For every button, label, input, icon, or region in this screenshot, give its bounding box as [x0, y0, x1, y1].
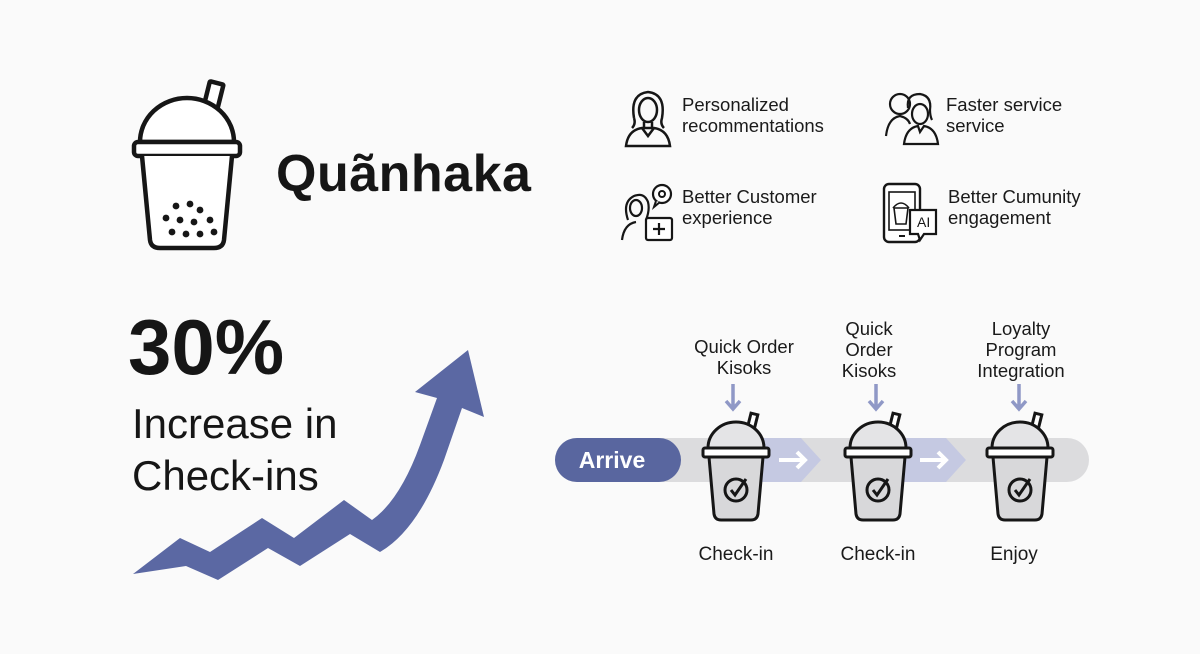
phone-ai-icon: AI [882, 182, 938, 244]
step-3-bottom-label: Enjoy [964, 544, 1064, 566]
person-chat-plus-icon [620, 183, 674, 242]
cup-check-icon [701, 411, 771, 522]
cup-check-icon [843, 411, 913, 522]
stat-label: Increase in Check-ins [132, 398, 402, 502]
woman-portrait-icon [624, 90, 672, 148]
stat-label-text: Increase in Check-ins [132, 400, 338, 499]
brand-name: Quãnhaka [276, 145, 532, 203]
step-top-text: Quick Order Kisoks [694, 336, 794, 378]
step-top-text: Quick Order Kisoks [841, 318, 897, 381]
stat-value: 30% [128, 303, 285, 391]
step-1-bottom-label: Check-in [680, 544, 792, 566]
feature-text: Faster service service [946, 94, 1063, 136]
step-bottom-text: Check-in [840, 544, 916, 565]
arrive-label: Arrive [578, 446, 646, 473]
step-2-bottom-label: Check-in [822, 544, 934, 566]
feature-text: Personalized recommentations [682, 94, 824, 136]
svg-text:AI: AI [917, 214, 930, 230]
step-1-top-label: Quick Order Kisoks [678, 336, 810, 378]
step-bottom-text: Enjoy [990, 544, 1038, 565]
down-arrow-icon [867, 384, 885, 412]
step-2-top-label: Quick Order Kisoks [818, 318, 920, 381]
cup-check-icon [985, 411, 1055, 522]
feature-text: Better Customer experience [682, 186, 817, 228]
down-arrow-icon [1010, 384, 1028, 412]
two-people-icon [884, 92, 940, 146]
feature-text: Better Cumunity engagement [948, 186, 1081, 228]
step-3-top-label: Loyalty Program Integration [956, 318, 1086, 381]
arrive-pill: Arrive [555, 438, 681, 482]
bubble-tea-cup-icon [131, 79, 243, 251]
step-top-text: Loyalty Program Integration [977, 318, 1065, 381]
step-bottom-text: Check-in [698, 544, 774, 565]
down-arrow-icon [724, 384, 742, 412]
